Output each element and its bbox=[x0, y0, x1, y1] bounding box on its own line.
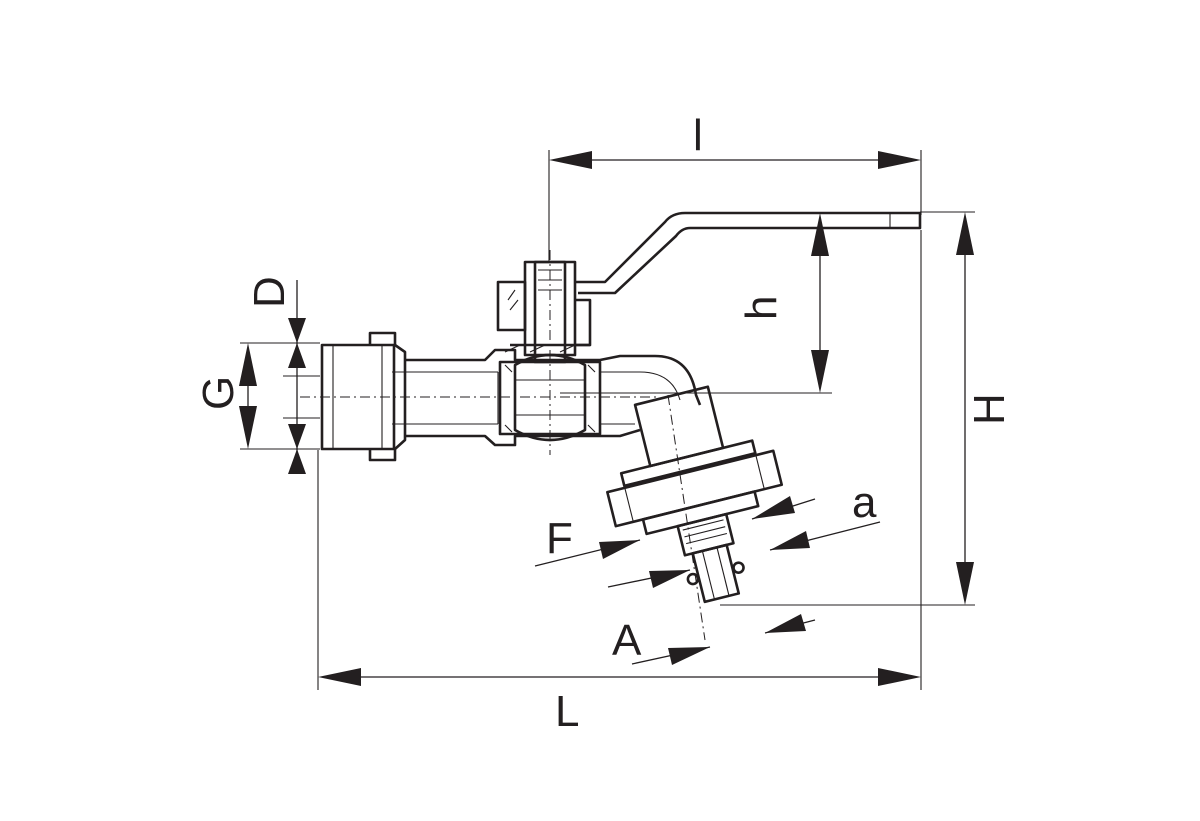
label-H: H bbox=[965, 393, 1014, 425]
hose-outlet bbox=[606, 385, 784, 604]
dimension-F bbox=[534, 539, 691, 588]
dimension-H bbox=[956, 212, 974, 605]
dimension-L bbox=[318, 668, 921, 686]
dimension-l bbox=[549, 151, 921, 169]
dimension-h bbox=[811, 213, 829, 393]
dimension-A bbox=[631, 614, 816, 665]
dimension-G bbox=[239, 343, 257, 449]
dimension-a bbox=[751, 496, 881, 551]
valve-stem bbox=[496, 260, 592, 364]
label-F: F bbox=[546, 514, 573, 563]
label-A: A bbox=[612, 616, 642, 665]
dimension-D bbox=[288, 280, 306, 474]
lever-handle bbox=[575, 211, 922, 295]
label-L: L bbox=[555, 687, 579, 736]
label-l: l bbox=[693, 111, 703, 160]
centerlines bbox=[300, 250, 706, 641]
label-a: a bbox=[852, 478, 877, 527]
label-G: G bbox=[194, 376, 243, 410]
label-D: D bbox=[245, 276, 294, 308]
extension-lines bbox=[240, 150, 975, 690]
label-h: h bbox=[737, 296, 786, 320]
